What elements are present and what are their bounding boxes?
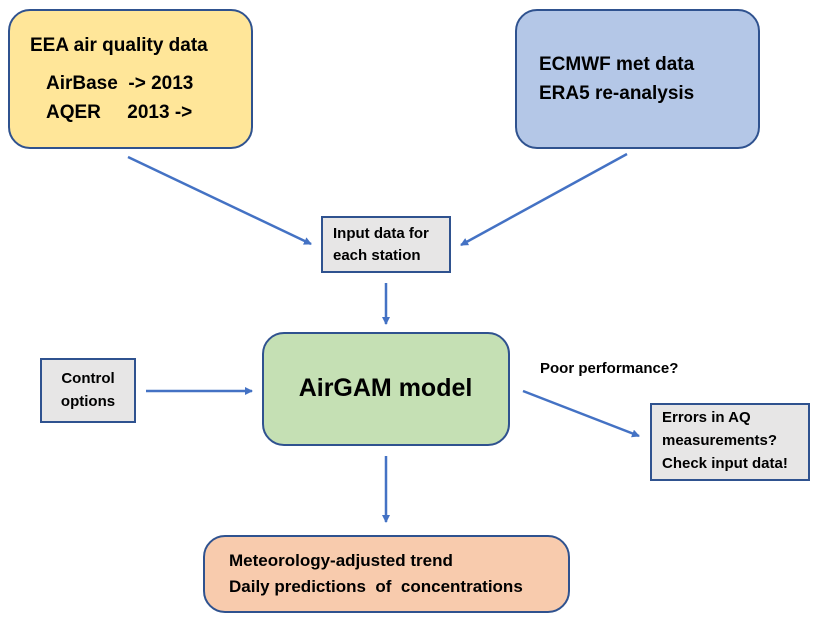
input-line2: each station	[333, 247, 421, 264]
control-line2: options	[60, 393, 116, 410]
ecmwf-line: ECMWF met data	[539, 54, 695, 75]
output-results-box: Meteorology-adjusted trend Daily predict…	[203, 535, 570, 613]
eea-aqer-line: AQER 2013 ->	[46, 102, 193, 123]
arrow-model-to-errors	[522, 389, 640, 438]
errors-line3: Check input data!	[662, 455, 788, 472]
airgam-model-label: AirGAM model	[298, 374, 473, 402]
output-line1: Meteorology-adjusted trend	[229, 551, 453, 570]
eea-air-quality-box: EEA air quality data AirBase -> 2013 AQE…	[8, 9, 253, 149]
input-line1: Input data for	[333, 225, 429, 242]
control-line1: Control	[61, 370, 115, 387]
era5-line: ERA5 re-analysis	[539, 83, 695, 104]
errors-check-box: Errors in AQ measurements? Check input d…	[650, 403, 810, 481]
poor-performance-label: Poor performance?	[540, 360, 679, 377]
input-data-box: Input data for each station	[321, 216, 451, 273]
output-line2: Daily predictions of concentrations	[229, 577, 523, 596]
errors-line1: Errors in AQ	[662, 409, 751, 426]
airgam-model-box: AirGAM model	[262, 332, 510, 446]
arrow-eea-to-input	[127, 155, 312, 246]
eea-airbase-line: AirBase -> 2013	[46, 73, 194, 94]
eea-title: EEA air quality data	[30, 35, 208, 56]
control-options-box: Control options	[40, 358, 136, 423]
errors-line2: measurements?	[662, 432, 778, 449]
ecmwf-met-data-box: ECMWF met data ERA5 re-analysis	[515, 9, 760, 149]
arrow-ecmwf-to-input	[460, 152, 628, 247]
